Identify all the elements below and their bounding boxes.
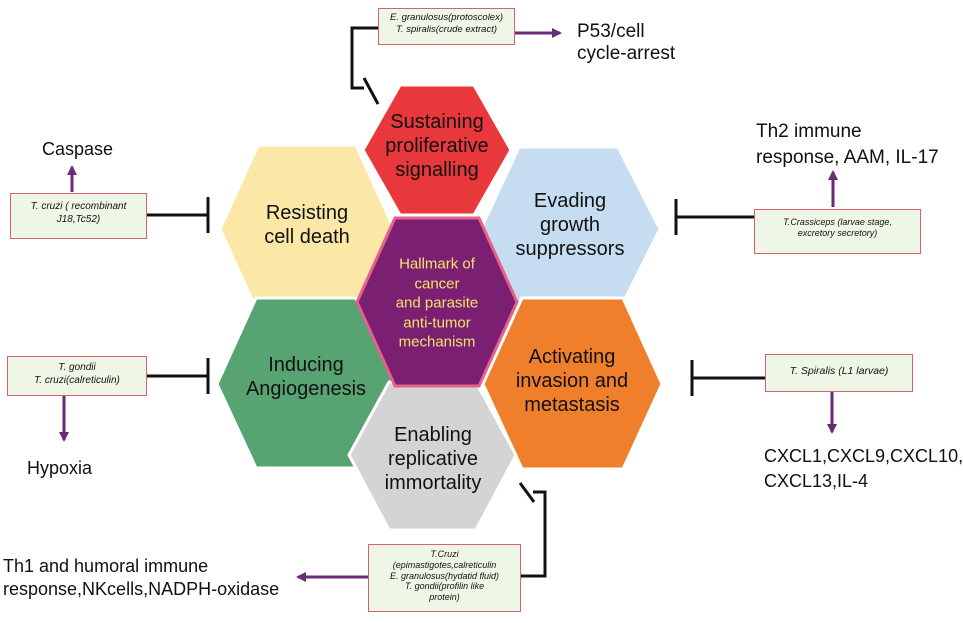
- outcome-left-bottom: Hypoxia: [27, 458, 93, 478]
- inhibit-top: [350, 26, 378, 90]
- outcome-arrows: [59, 28, 838, 582]
- inhibit-lines: [147, 26, 765, 578]
- parasite-box-right-top: T.Crassiceps (larvae stage,excretory sec…: [754, 209, 921, 254]
- parasite-box-right-bottom: T. Spiralis (L1 larvae): [765, 354, 913, 392]
- parasite-box-top: E. granulosus(protoscolex)T. spiralis(cr…: [378, 8, 515, 45]
- hex-enabling: [347, 380, 518, 532]
- hex-center: [355, 216, 519, 388]
- outcome-left-top: Caspase: [42, 139, 114, 159]
- hex-activating: [481, 296, 664, 471]
- hex-sustaining: [361, 83, 513, 217]
- inhibit-bottom: [521, 490, 547, 578]
- outcome-right-bottom: CXCL1,CXCL9,CXCL10,CXCL13,IL-4: [764, 446, 963, 492]
